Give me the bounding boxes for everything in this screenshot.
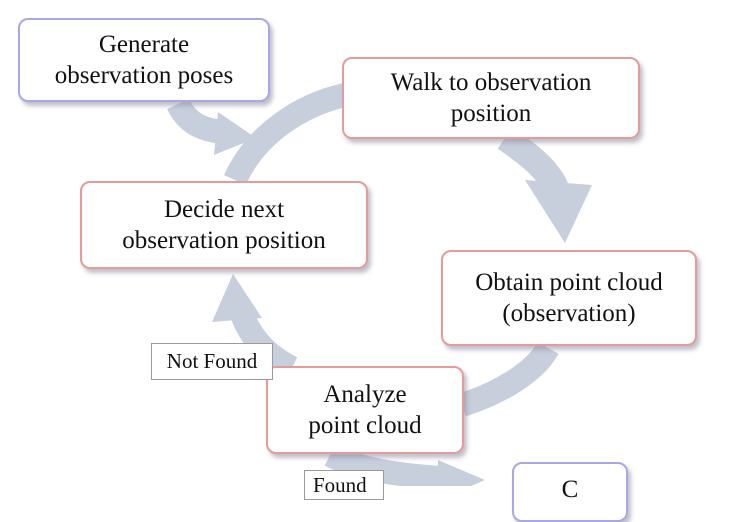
arrowhead-walk-obtain: [525, 180, 592, 243]
node-analyze-point-cloud: Analyze point cloud: [266, 366, 464, 454]
node-walk-label: Walk to observation position: [390, 69, 592, 127]
arrow-decide-to-walk: [224, 83, 348, 186]
node-generate-observation-poses: Generate observation poses: [18, 18, 270, 102]
node-decide-next-observation-position: Decide next observation position: [80, 181, 368, 269]
node-bottom-right-label: C: [561, 476, 579, 503]
edge-label-found: Found: [304, 470, 384, 500]
arrow-generate-to-walk: [167, 98, 224, 144]
arrowhead-generate: [214, 112, 256, 155]
node-analyze-label: Analyze point cloud: [308, 381, 422, 439]
arrowhead-bottom: [438, 460, 485, 486]
node-walk-to-observation-position: Walk to observation position: [342, 57, 640, 139]
arrow-obtain-to-analyze: [458, 341, 559, 417]
edge-label-not-found: Not Found: [151, 343, 273, 380]
node-decide-label: Decide next observation position: [122, 196, 326, 254]
node-generate-label: Generate observation poses: [54, 31, 234, 89]
arrowhead-decide: [212, 274, 262, 322]
node-obtain-point-cloud: Obtain point cloud (observation): [441, 250, 697, 346]
node-obtain-label: Obtain point cloud (observation): [475, 269, 663, 327]
node-bottom-right: C: [512, 462, 628, 522]
